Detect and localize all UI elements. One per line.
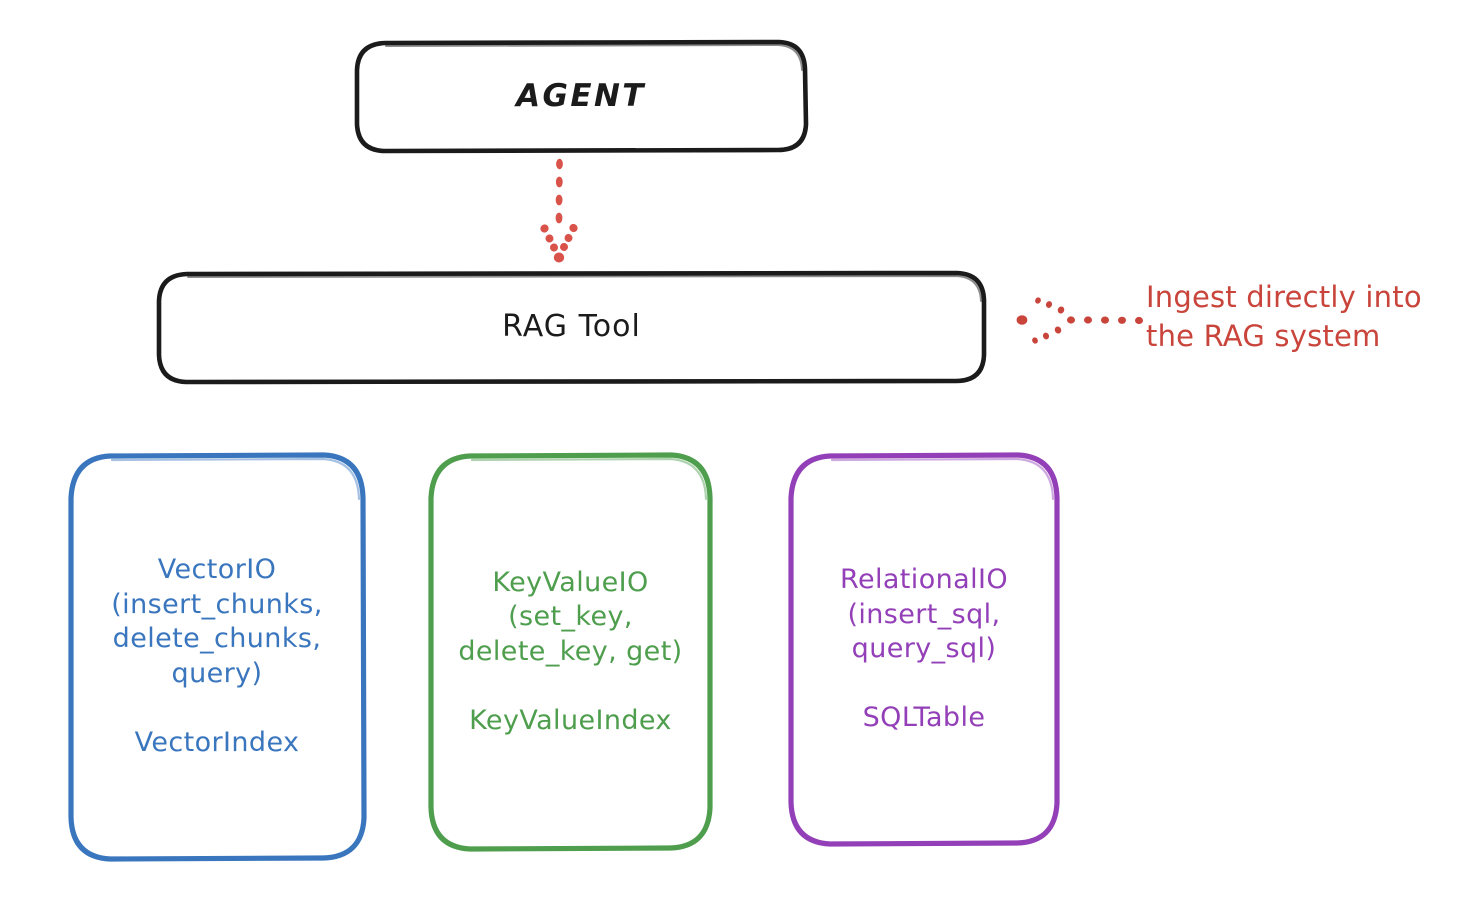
node-vector-io-label: VectorIO (insert_chunks, delete_chunks, … <box>111 554 323 759</box>
node-relational-io[interactable]: RelationalIO (insert_sql, query_sql) SQL… <box>788 452 1060 847</box>
edge-agent-to-rag-tool <box>540 158 578 263</box>
node-agent[interactable]: AGENT <box>354 39 809 154</box>
node-key-value-io-label: KeyValueIO (set_key, delete_key, get) Ke… <box>458 566 683 736</box>
node-rag-tool-label: RAG Tool <box>502 309 641 345</box>
node-vector-io[interactable]: VectorIO (insert_chunks, delete_chunks, … <box>68 452 367 862</box>
edge-ingest-arrow <box>1016 297 1143 344</box>
node-key-value-io[interactable]: KeyValueIO (set_key, delete_key, get) Ke… <box>428 452 713 852</box>
node-relational-io-label: RelationalIO (insert_sql, query_sql) SQL… <box>840 564 1008 734</box>
node-rag-tool[interactable]: RAG Tool <box>156 270 987 385</box>
annotation-ingest-label: Ingest directly into the RAG system <box>1146 280 1422 353</box>
node-agent-label: AGENT <box>516 77 646 114</box>
